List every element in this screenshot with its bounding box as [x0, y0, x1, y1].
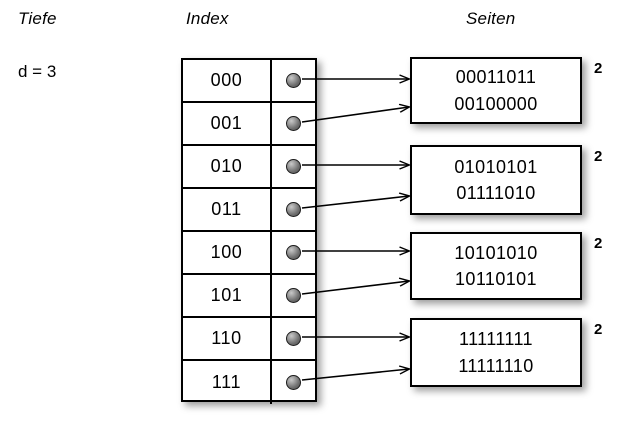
index-key: 000 — [183, 60, 272, 101]
filled-circle-pointer-icon — [286, 245, 301, 260]
page-local-depth: 2 — [594, 235, 603, 252]
arrow-001-to-page-0 — [301, 107, 409, 123]
index-row[interactable]: 010 — [183, 146, 315, 189]
page-bucket-box[interactable]: 11111111 11111110 — [410, 318, 582, 387]
page-bucket-box[interactable]: 00011011 00100000 — [410, 57, 582, 124]
arrow-011-to-page-1 — [301, 196, 409, 209]
index-row[interactable]: 000 — [183, 60, 315, 103]
page-record: 00011011 — [455, 67, 537, 88]
page-record: 01111010 — [456, 183, 536, 203]
index-row[interactable]: 001 — [183, 103, 315, 146]
index-row[interactable]: 100 — [183, 232, 315, 275]
page-record: 11111110 — [458, 355, 534, 376]
index-pointer-cell[interactable] — [272, 103, 315, 144]
index-directory-table: 000 001 010 011 100 101 110 — [181, 58, 317, 404]
index-pointer-cell[interactable] — [272, 189, 315, 230]
index-key: 100 — [183, 232, 272, 273]
page-local-depth: 2 — [594, 60, 603, 77]
filled-circle-pointer-icon — [286, 331, 301, 346]
index-pointer-cell[interactable] — [272, 232, 315, 273]
index-row[interactable]: 011 — [183, 189, 315, 232]
index-row[interactable]: 101 — [183, 275, 315, 318]
index-pointer-cell[interactable] — [272, 318, 315, 359]
page-bucket-box[interactable]: 10101010 10110101 — [410, 232, 582, 300]
page-bucket-box[interactable]: 01010101 01111010 — [410, 145, 582, 215]
filled-circle-pointer-icon — [286, 202, 301, 217]
index-row[interactable]: 111 — [183, 361, 315, 404]
index-key: 011 — [183, 189, 272, 230]
arrow-111-to-page-3 — [301, 369, 409, 381]
index-pointer-cell[interactable] — [272, 146, 315, 187]
page-local-depth: 2 — [594, 321, 603, 338]
column-header-depth: Tiefe — [18, 9, 57, 28]
index-pointer-cell[interactable] — [272, 60, 315, 101]
page-record: 01010101 — [454, 156, 538, 177]
column-header-index: Index — [186, 9, 229, 28]
index-pointer-cell[interactable] — [272, 275, 315, 316]
index-key: 110 — [183, 318, 272, 359]
filled-circle-pointer-icon — [286, 288, 301, 303]
index-key: 111 — [183, 361, 272, 404]
global-depth-value: d = 3 — [18, 62, 57, 81]
index-pointer-cell[interactable] — [272, 361, 315, 404]
index-key: 001 — [183, 103, 272, 144]
arrow-101-to-page-2 — [301, 281, 409, 295]
column-header-pages: Seiten — [466, 9, 516, 28]
filled-circle-pointer-icon — [286, 116, 301, 131]
filled-circle-pointer-icon — [286, 375, 301, 390]
page-local-depth: 2 — [594, 148, 603, 165]
page-record: 10110101 — [455, 269, 537, 289]
page-record: 11111111 — [459, 329, 533, 350]
index-key: 101 — [183, 275, 272, 316]
page-record: 10101010 — [454, 242, 538, 263]
page-record: 00100000 — [454, 93, 538, 114]
index-row[interactable]: 110 — [183, 318, 315, 361]
filled-circle-pointer-icon — [286, 73, 301, 88]
filled-circle-pointer-icon — [286, 159, 301, 174]
index-key: 010 — [183, 146, 272, 187]
